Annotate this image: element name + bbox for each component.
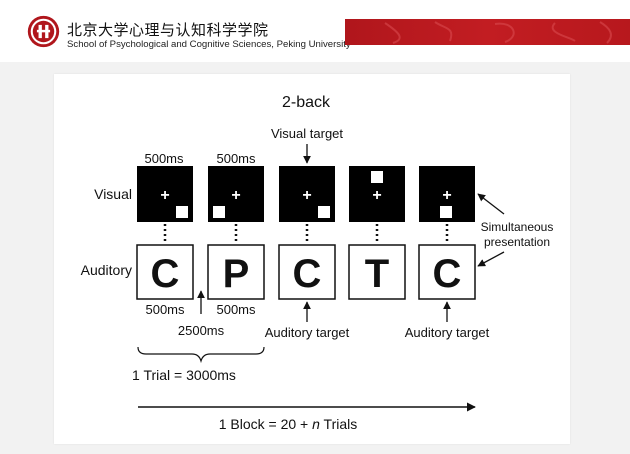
simultaneous-label-2: presentation [484, 235, 550, 249]
visual-row-label: Visual [94, 186, 132, 202]
simultaneous-label-1: Simultaneous [481, 220, 554, 234]
simultaneous-arrow-visual [477, 193, 505, 215]
svg-text:P: P [223, 252, 250, 296]
auditory-target-label-1: Auditory target [265, 325, 350, 340]
duration-label-1: 500ms [144, 151, 184, 166]
dotted-connectors [163, 224, 449, 243]
slide-content: 2-back Visual target 500ms 500ms Visual … [54, 74, 570, 444]
bottom-duration-label-2: 500ms [216, 302, 256, 317]
school-name-chinese: 北京大学心理与认知科学学院 [67, 21, 269, 39]
auditory-target-label-2: Auditory target [405, 325, 490, 340]
svg-text:+: + [302, 187, 311, 204]
visual-stimulus-2: + [208, 166, 264, 222]
visual-stimulus-1: + [137, 166, 193, 222]
page-header: 北京大学心理与认知科学学院 School of Psychological an… [0, 0, 630, 62]
svg-text:+: + [160, 187, 169, 204]
svg-text:C: C [151, 252, 180, 296]
school-name-english: School of Psychological and Cognitive Sc… [67, 39, 351, 50]
svg-text:T: T [365, 252, 389, 296]
svg-text:+: + [372, 187, 381, 204]
auditory-stimulus-5: C [418, 244, 476, 300]
auditory-stimulus-4: T [348, 244, 406, 300]
calligraphy-decoration-icon [384, 21, 612, 44]
isi-label: 2500ms [178, 323, 225, 338]
visual-target-label: Visual target [271, 126, 343, 141]
bottom-duration-label-1: 500ms [145, 302, 185, 317]
block-label: 1 Block = 20 + n Trials [219, 416, 358, 432]
auditory-stimulus-1: C [136, 244, 194, 300]
svg-text:+: + [442, 187, 451, 204]
diagram-title: 2-back [282, 94, 331, 111]
duration-label-2: 500ms [216, 151, 256, 166]
peking-university-logo-icon [27, 15, 60, 48]
trial-label: 1 Trial = 3000ms [132, 367, 236, 383]
header-banner [345, 19, 630, 45]
auditory-stimulus-2: P [207, 244, 265, 300]
svg-text:C: C [433, 252, 462, 296]
svg-text:C: C [293, 252, 322, 296]
nback-diagram: 2-back Visual target 500ms 500ms Visual … [81, 94, 554, 432]
auditory-stimulus-3: C [278, 244, 336, 300]
simultaneous-arrow-auditory [477, 251, 505, 267]
visual-stimulus-4: + [349, 166, 405, 222]
auditory-row-label: Auditory [81, 262, 132, 278]
trial-brace [137, 346, 265, 364]
visual-stimulus-3: + [279, 166, 335, 222]
visual-stimulus-5: + [419, 166, 475, 222]
svg-text:+: + [231, 187, 240, 204]
